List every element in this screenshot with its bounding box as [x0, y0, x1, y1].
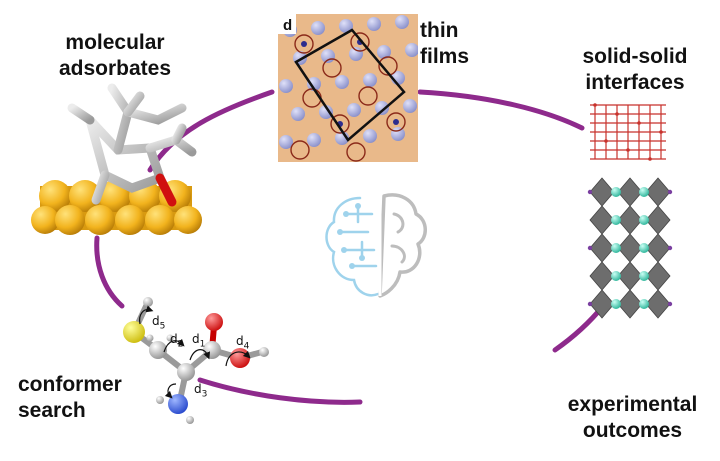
dihedral-label-d4: d4 [236, 334, 250, 352]
brain-circuit-icon [325, 193, 427, 298]
conformer-molecule-illustration [123, 297, 269, 424]
dihedral-label-d3: d3 [194, 382, 208, 400]
panel-tag: d [283, 17, 292, 34]
dihedral-label-d2: d2 [170, 332, 184, 350]
perovskite-octahedra [589, 177, 671, 319]
molecular-adsorbate-illustration [31, 83, 202, 235]
gold-surface [31, 180, 202, 235]
dihedral-label-d5: d5 [152, 314, 166, 332]
thin-film-panel: d [278, 14, 418, 162]
solid-interface-illustration [587, 103, 673, 319]
workflow-cycle [94, 89, 606, 405]
dihedral-label-d1: d1 [192, 332, 206, 350]
